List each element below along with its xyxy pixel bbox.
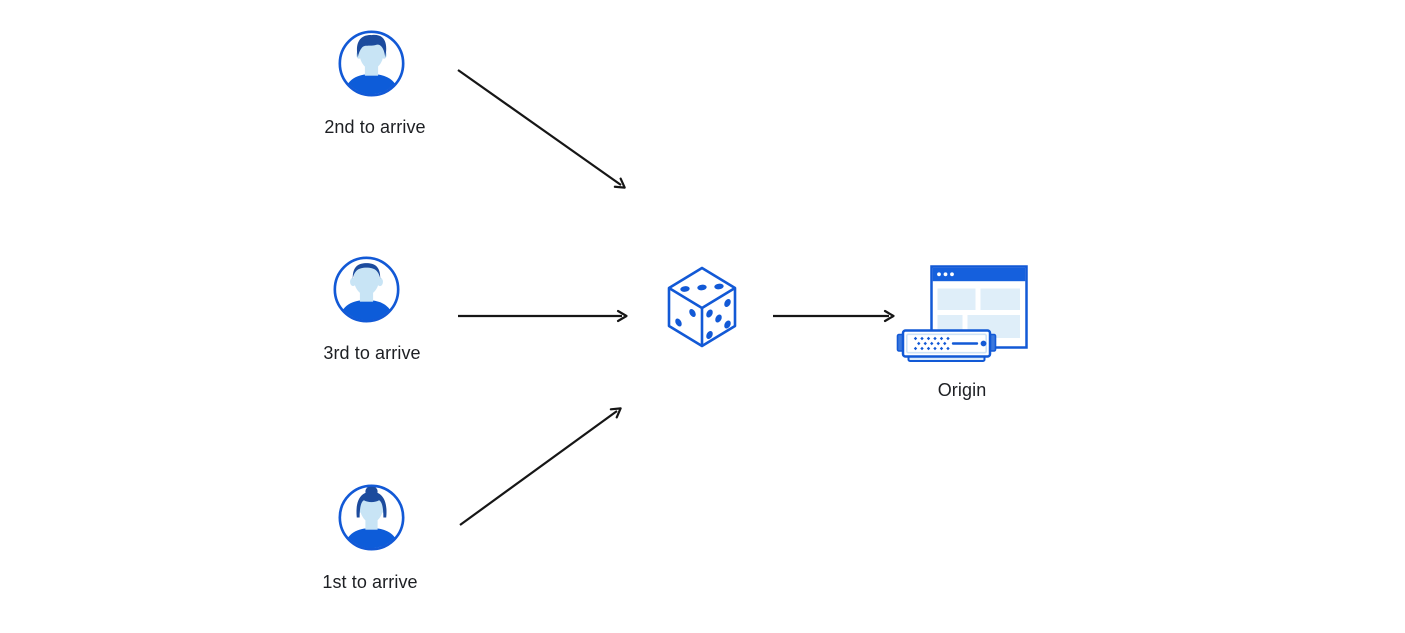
arrow-first-user-to-dice (459, 407, 622, 526)
node-dice (667, 266, 737, 348)
dice-icon (667, 266, 737, 348)
man-avatar-icon (333, 256, 400, 323)
node-origin (895, 262, 1030, 365)
arrow-second-user-to-dice (457, 69, 626, 189)
third-user-label: 3rd to arrive (323, 343, 421, 363)
server-vents (913, 336, 950, 351)
first-user-label: 1st to arrive (322, 572, 418, 592)
man-avatar-icon (338, 30, 405, 97)
node-first-user (338, 484, 405, 551)
node-third-user (333, 256, 400, 323)
server-icon (896, 329, 997, 362)
origin-label: Origin (937, 380, 987, 400)
woman-avatar-icon (338, 484, 405, 551)
origin-website-and-server-icon (896, 265, 1028, 362)
second-user-label: 2nd to arrive (324, 117, 426, 137)
node-second-user (338, 30, 405, 97)
dice-pips (675, 283, 731, 340)
